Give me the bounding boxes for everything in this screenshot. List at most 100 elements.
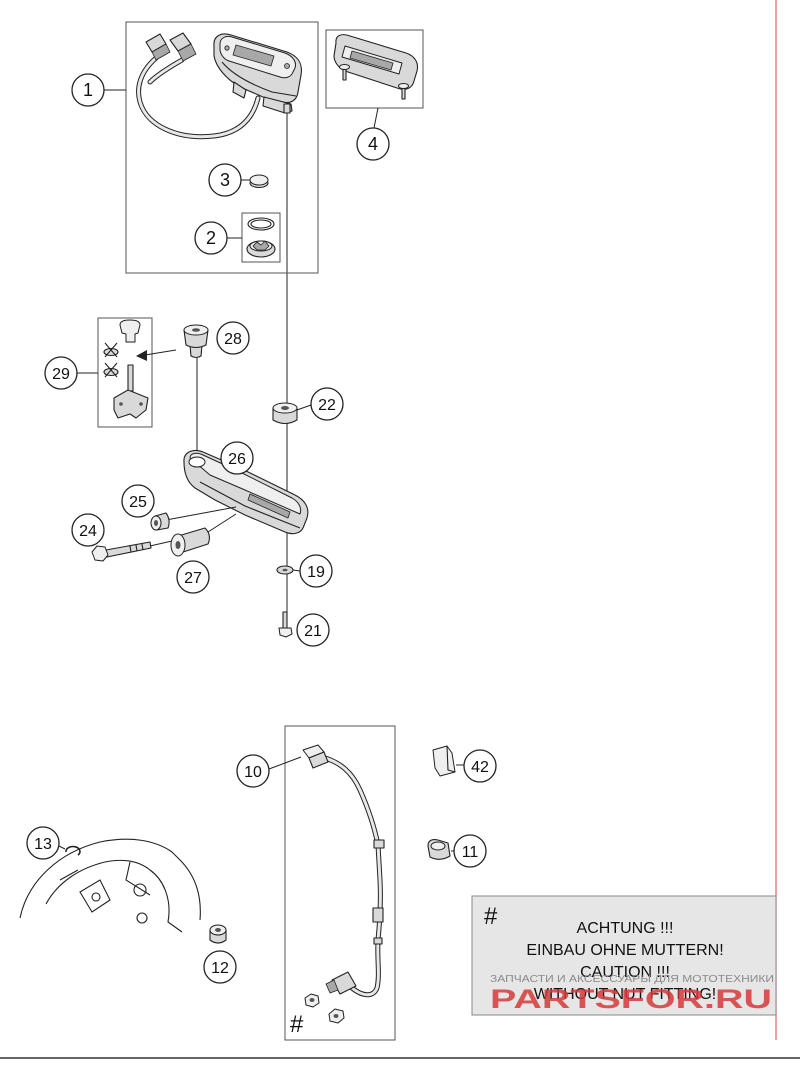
callout-number: 26 [228,451,246,468]
caution-line-3: CAUTION !!! [580,964,670,981]
part-21-bolt [278,611,293,638]
callout-circle [71,73,105,107]
speedometer-button-left [224,45,230,51]
axis-part-25 [165,506,237,521]
grommet-22-hole [281,406,289,410]
bolt-24-thread [129,543,144,553]
callout-number: 4 [368,134,378,154]
callout-number: 25 [129,494,147,511]
callout-circle [203,950,237,984]
cable-connector-rear [308,751,329,769]
group-frame-4 [325,29,424,109]
screw-a-shaft [342,68,347,81]
cover-display [349,50,394,71]
cap-top [249,174,269,186]
callout-26: 26 [220,441,254,475]
part-25-spacer [150,512,170,531]
callout-11: 11 [453,834,487,868]
callout-28: 28 [216,321,250,355]
caution-line-1: ACHTUNG !!! [577,920,674,937]
cable-clip-lower [373,937,383,945]
part-19-washer [276,565,294,575]
caution-note: # ACHTUNG !!! EINBAU OHNE MUTTERN! CAUTI… [471,895,777,1016]
clip-11-opening [430,841,446,851]
grommet-teeth [252,240,270,251]
assembly-29-fasteners [97,317,153,428]
callout-circle [463,749,497,783]
base-hole-right [139,402,143,406]
part-28-grommet [183,324,209,359]
cross-mark-upper [104,342,118,358]
callout-number: 27 [184,570,202,587]
callout-1: 1 [71,73,105,107]
callout-42: 42 [463,749,497,783]
callout-circle [220,441,254,475]
cable-clip-middle [372,907,384,923]
callout-13: 13 [26,826,60,860]
sensor-cable [320,755,382,997]
axis-bolt-24 [149,540,173,547]
bolt-21-shaft [282,611,288,630]
wiring-harness [136,32,261,140]
o-ring-inner [250,219,272,229]
sensor-tip [325,979,339,994]
callout-2: 2 [194,221,228,255]
hex-nut-lower-hole [333,1014,339,1018]
part-13-ring [65,845,81,856]
washer-19-hole [282,568,288,572]
callout-4: 4 [356,127,390,161]
no-nut-hash-mark: # [290,1011,304,1038]
screw-a-head [339,64,350,70]
disc-bolt-hole-1 [133,883,147,897]
speedometer-socket [232,81,247,99]
caution-line-2: EINBAU OHNE MUTTERN! [526,942,723,959]
callout-circle [44,356,78,390]
callout-circle [216,321,250,355]
disc-carrier-arm [79,879,111,913]
damper-cap [119,319,141,343]
disc-outer-edge [19,838,201,921]
callout-circle [236,754,270,788]
bracket-slot [247,493,291,519]
cross-mark-lower [104,362,118,378]
caution-line-4: WITHOUT NUT FITTING! [534,986,717,1003]
caution-note-box [471,895,777,1016]
callout-29: 29 [44,356,78,390]
callout-24: 24 [71,513,105,547]
watermark-caption: ЗАПЧАСТИ И АКСЕССУАРЫ ДЛЯ МОТОТЕХНИКИ [490,974,774,985]
callout-19: 19 [299,554,333,588]
connector-b-plug [177,43,197,62]
callout-number: 19 [307,564,325,581]
disc-carrier-web [59,861,151,896]
part-22-grommet [272,402,298,425]
grommet-hole [192,328,200,332]
sensor-cable-outline [319,754,383,998]
o-ring-outer [247,217,275,231]
disc-inner-edge [45,859,183,933]
leader-22 [296,404,312,411]
disc-bolt-hole-3 [91,892,101,902]
callout-number: 1 [83,80,93,100]
harness-cable [137,56,260,139]
grommet-stub [189,344,203,359]
leader-4 [373,107,379,129]
part-2-kit [241,212,281,263]
caution-note-symbol: # [484,903,498,930]
callout-25: 25 [121,484,155,518]
leader-19 [292,569,301,572]
base-hole-left [119,402,123,406]
callout-circle [71,513,105,547]
callout-number: 11 [462,844,479,861]
speedometer-stud [283,103,291,114]
leader-13 [58,845,66,850]
connector-a-plug [151,43,171,61]
part-42-clip [432,745,456,777]
cable-grommet-upper [373,839,385,849]
bracket-top-face [189,452,302,515]
callout-circle [453,834,487,868]
axis-part-27 [207,513,237,533]
bushing-27-hole [175,541,181,549]
callout-circle [299,554,333,588]
callout-circle [176,560,210,594]
